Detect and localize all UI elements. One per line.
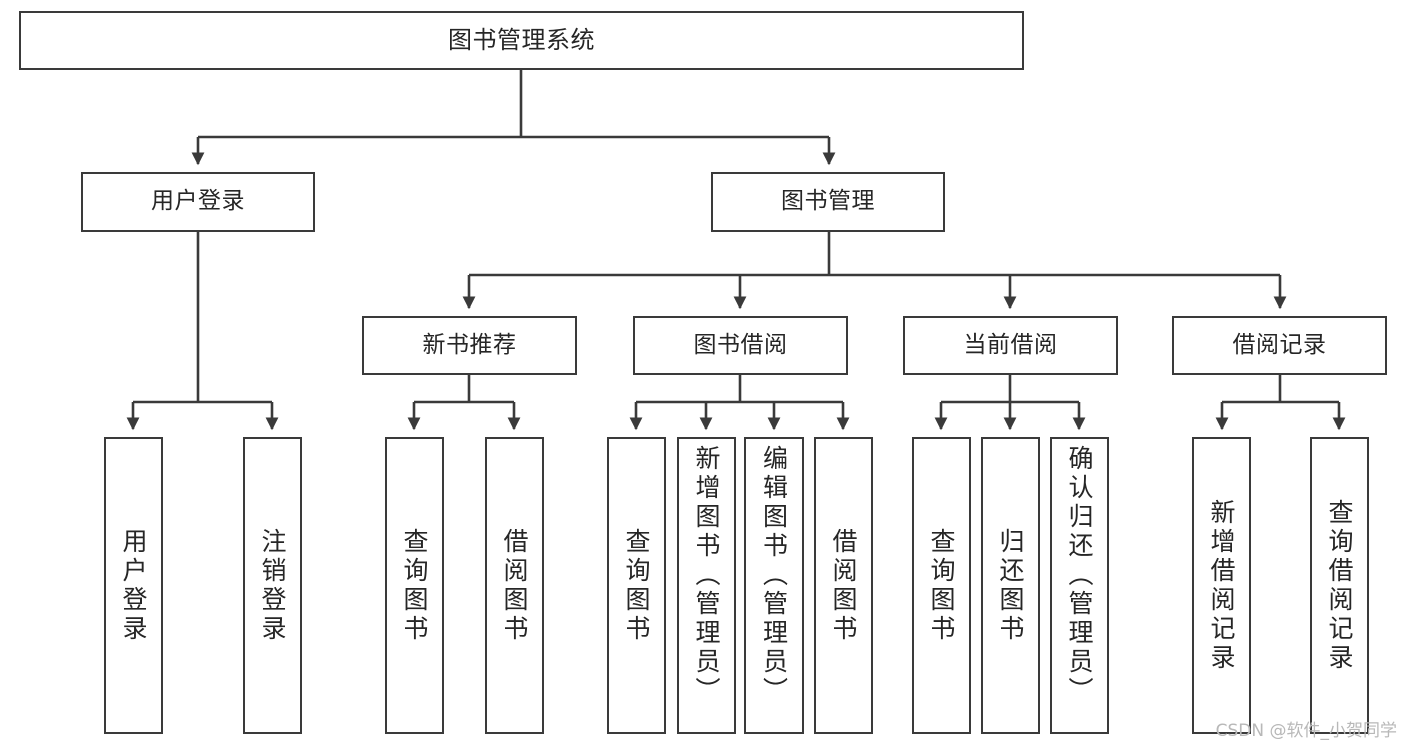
node-label: 确认归还（管理员）: [1065, 445, 1094, 706]
leaf-query-book-current[interactable]: 查询图书: [912, 437, 971, 734]
node-root-system[interactable]: 图书管理系统: [19, 11, 1024, 70]
leaf-borrow-book[interactable]: 借阅图书: [814, 437, 873, 734]
node-user-login[interactable]: 用户登录: [81, 172, 315, 232]
leaf-confirm-return-admin[interactable]: 确认归还（管理员）: [1050, 437, 1109, 734]
node-label: 借阅图书: [829, 527, 858, 644]
node-label: 当前借阅: [963, 331, 1058, 358]
node-label: 图书管理系统: [448, 26, 595, 55]
leaf-add-book-admin[interactable]: 新增图书（管理员）: [677, 437, 736, 734]
node-label: 归还图书: [996, 527, 1025, 644]
leaf-logout[interactable]: 注销登录: [243, 437, 302, 734]
node-label: 编辑图书（管理员）: [759, 445, 789, 706]
node-label: 借阅图书: [500, 527, 529, 644]
node-label: 查询图书: [400, 527, 429, 644]
leaf-query-book-borrow[interactable]: 查询图书: [607, 437, 666, 734]
node-label: 查询借阅记录: [1325, 498, 1354, 673]
node-label: 新增借阅记录: [1207, 498, 1236, 673]
node-label: 查询图书: [927, 527, 956, 644]
node-label: 用户登录: [151, 188, 245, 215]
node-label: 用户登录: [119, 527, 148, 644]
node-label: 注销登录: [258, 527, 287, 644]
leaf-return-book[interactable]: 归还图书: [981, 437, 1040, 734]
leaf-query-book-recommend[interactable]: 查询图书: [385, 437, 444, 734]
leaf-query-borrow-record[interactable]: 查询借阅记录: [1310, 437, 1369, 734]
node-label: 新书推荐: [422, 331, 517, 358]
node-label: 新增图书（管理员）: [692, 445, 721, 706]
leaf-add-borrow-record[interactable]: 新增借阅记录: [1192, 437, 1251, 734]
node-label: 图书管理: [781, 188, 875, 215]
watermark-text: CSDN @软件_小贺同学: [1215, 721, 1397, 741]
node-label: 查询图书: [622, 527, 651, 644]
node-label: 借阅记录: [1232, 331, 1327, 358]
node-current-borrow[interactable]: 当前借阅: [903, 316, 1118, 375]
node-borrow-record[interactable]: 借阅记录: [1172, 316, 1387, 375]
leaf-user-login[interactable]: 用户登录: [104, 437, 163, 734]
node-label: 图书借阅: [693, 331, 788, 358]
node-book-borrow[interactable]: 图书借阅: [633, 316, 848, 375]
leaf-borrow-book-recommend[interactable]: 借阅图书: [485, 437, 544, 734]
node-book-management[interactable]: 图书管理: [711, 172, 945, 232]
leaf-edit-book-admin[interactable]: 编辑图书（管理员）: [744, 437, 804, 734]
node-new-book-recommend[interactable]: 新书推荐: [362, 316, 577, 375]
